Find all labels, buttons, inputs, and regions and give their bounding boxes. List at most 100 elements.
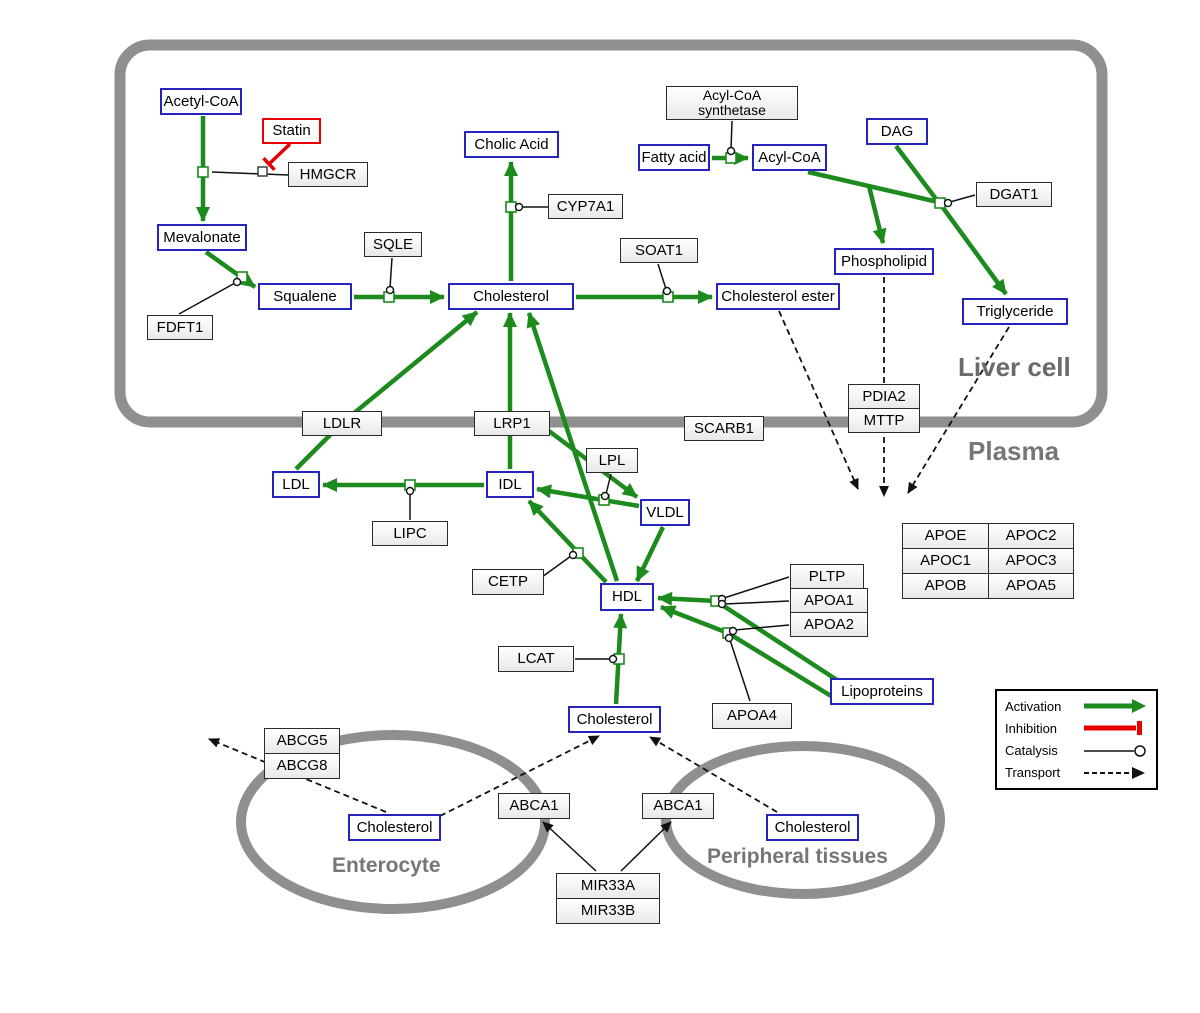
catalysis-hmgcr [211, 171, 289, 176]
peripheral-tissues-membrane [661, 741, 945, 899]
catalysis-cetp [541, 555, 572, 578]
inhibition-statin-hmgcr [262, 142, 292, 172]
node-apoe[interactable]: APOE [902, 523, 989, 549]
legend-row-transport: Transport [1005, 762, 1148, 784]
node-abcg5[interactable]: ABCG5 [264, 728, 340, 754]
node-apoc3[interactable]: APOC3 [988, 548, 1074, 574]
node-statin[interactable]: Statin [262, 118, 321, 144]
node-lipoproteins[interactable]: Lipoproteins [830, 678, 934, 705]
catalysis-soat1 [657, 263, 667, 290]
transport-triglyceride-plasma [907, 326, 1010, 494]
catalysis-pltp [723, 576, 790, 599]
legend-activation-label: Activation [1005, 698, 1062, 714]
catalysis-apoa4 [729, 639, 751, 702]
node-mir33b[interactable]: MIR33B [556, 898, 660, 924]
edge-vldl-idl [536, 484, 640, 509]
legend-row-inhibition: Inhibition [1005, 717, 1148, 739]
node-vldl[interactable]: VLDL [640, 499, 690, 526]
node-cetp[interactable]: CETP [472, 569, 544, 595]
legend-catalysis-label: Catalysis [1005, 743, 1058, 759]
regulation-mir33-abca1-right [620, 821, 672, 872]
node-apoc2[interactable]: APOC2 [988, 523, 1074, 549]
catalysis-apoa1 [723, 600, 790, 605]
node-mir33a[interactable]: MIR33A [556, 873, 660, 899]
node-acetyl-coa[interactable]: Acetyl-CoA [160, 88, 242, 115]
node-apoa1[interactable]: APOA1 [790, 588, 868, 613]
node-lcat[interactable]: LCAT [498, 646, 574, 672]
node-apob[interactable]: APOB [902, 573, 989, 599]
edge-junction-triglyceride [939, 203, 1008, 296]
edge-dag-junction [894, 144, 938, 201]
catalysis-circle-glyph [1084, 744, 1146, 757]
node-apoa2[interactable]: APOA2 [790, 612, 868, 637]
node-cholesterol-liver[interactable]: Cholesterol [448, 283, 574, 310]
node-lpl[interactable]: LPL [586, 448, 638, 473]
node-dgat1[interactable]: DGAT1 [976, 182, 1052, 207]
node-abca1-peripheral[interactable]: ABCA1 [642, 793, 714, 819]
edge-hdl-idl-cetp [527, 499, 608, 584]
node-dag[interactable]: DAG [866, 118, 928, 145]
node-hdl[interactable]: HDL [600, 583, 654, 611]
node-cholesterol-peripheral[interactable]: Cholesterol [766, 814, 859, 841]
node-acyl-coa[interactable]: Acyl-CoA [752, 144, 827, 171]
node-apoc1[interactable]: APOC1 [902, 548, 989, 574]
acyl-coa-synthetase-line2: synthetase [698, 102, 766, 118]
acyl-coa-synthetase-line1: Acyl-CoA [702, 87, 762, 103]
catalysis-acylcoa-synthetase [730, 120, 733, 150]
liver-cell-membrane [114, 39, 1108, 428]
reaction-anchors [197, 152, 946, 665]
catalysis-sqle [389, 257, 393, 289]
legend: Activation Inhibition Catalysis Transpor… [995, 689, 1158, 790]
transport-dashed-arrow-glyph [1084, 766, 1145, 779]
edge-acylcoa-junction [807, 169, 939, 205]
transport-cholesterolester-plasma [778, 310, 859, 490]
node-phospholipid[interactable]: Phospholipid [834, 248, 934, 275]
node-ldl[interactable]: LDL [272, 471, 320, 498]
node-ldlr[interactable]: LDLR [302, 411, 382, 436]
node-squalene[interactable]: Squalene [258, 283, 352, 310]
node-abca1-enterocyte[interactable]: ABCA1 [498, 793, 570, 819]
catalysis-lpl [605, 473, 612, 495]
regulation-mir33-abca1-left [542, 821, 597, 872]
enterocyte-label: Enterocyte [332, 854, 441, 877]
node-fatty-acid[interactable]: Fatty acid [638, 144, 710, 171]
node-cholic-acid[interactable]: Cholic Acid [464, 131, 559, 158]
node-hmgcr[interactable]: HMGCR [288, 162, 368, 187]
node-pdia2[interactable]: PDIA2 [848, 384, 920, 409]
node-triglyceride[interactable]: Triglyceride [962, 298, 1068, 325]
transport-peripheral-plasma [649, 736, 778, 813]
legend-transport-label: Transport [1005, 765, 1061, 781]
edge-vldl-hdl [634, 526, 666, 582]
node-mttp[interactable]: MTTP [848, 408, 920, 433]
node-lrp1[interactable]: LRP1 [474, 411, 550, 436]
node-cholesterol-plasma[interactable]: Cholesterol [568, 706, 661, 733]
peripheral-tissues-label: Peripheral tissues [707, 845, 888, 868]
plasma-label: Plasma [968, 436, 1060, 466]
node-abcg8[interactable]: ABCG8 [264, 753, 340, 779]
node-cyp7a1[interactable]: CYP7A1 [548, 194, 623, 219]
node-acyl-coa-synthetase[interactable]: Acyl-CoA synthetase [666, 86, 798, 120]
catalysis-apoa2 [734, 624, 790, 631]
node-fdft1[interactable]: FDFT1 [147, 315, 213, 340]
node-apoa4[interactable]: APOA4 [712, 703, 792, 729]
node-idl[interactable]: IDL [486, 471, 534, 498]
node-lipc[interactable]: LIPC [372, 521, 448, 546]
catalysis-dgat1 [949, 194, 976, 203]
node-mevalonate[interactable]: Mevalonate [157, 224, 247, 251]
node-scarb1[interactable]: SCARB1 [684, 416, 764, 441]
node-pltp[interactable]: PLTP [790, 564, 864, 589]
inhibition-tbar-glyph [1084, 721, 1142, 736]
node-apoa5[interactable]: APOA5 [988, 573, 1074, 599]
edge-ldl-liver-cholesterol [294, 310, 479, 471]
node-cholesterol-enterocyte[interactable]: Cholesterol [348, 814, 441, 841]
legend-row-activation: Activation [1005, 695, 1148, 717]
node-sqle[interactable]: SQLE [364, 232, 422, 257]
edge-acylcoa-phospholipid [866, 185, 887, 244]
node-soat1[interactable]: SOAT1 [620, 238, 698, 263]
node-cholesterol-ester[interactable]: Cholesterol ester [716, 283, 840, 310]
activation-arrow-glyph [1084, 699, 1146, 714]
liver-cell-label: Liver cell [958, 352, 1071, 382]
legend-inhibition-label: Inhibition [1005, 720, 1058, 736]
